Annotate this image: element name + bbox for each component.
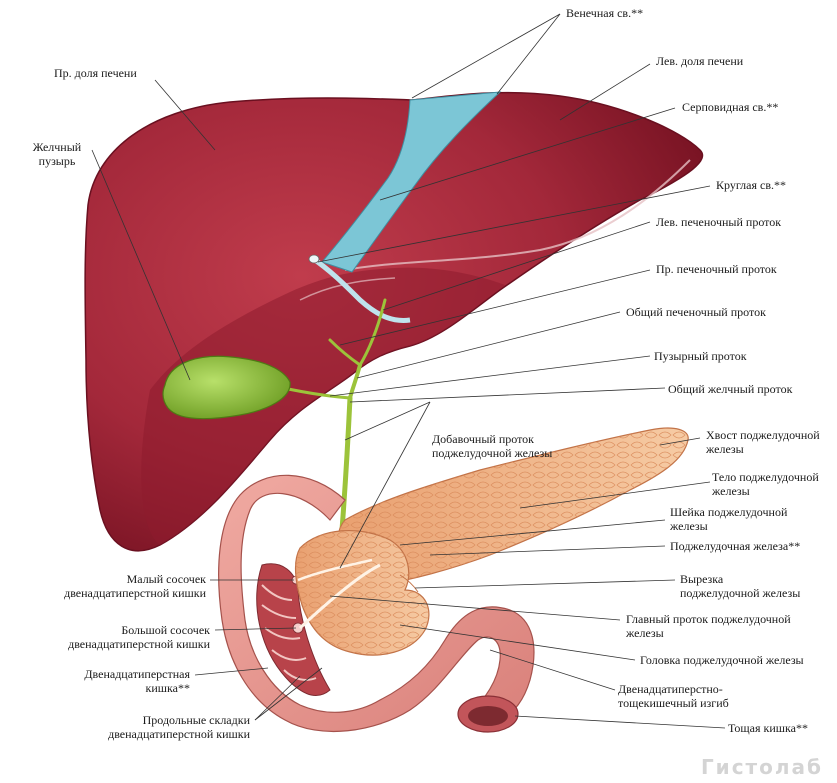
- label-right-lobe: Пр. доля печени: [54, 66, 137, 80]
- leader-neck: [399, 519, 666, 546]
- label-left-lobe: Лев. доля печени: [656, 54, 744, 68]
- label-common-hepatic-duct: Общий печеночный проток: [626, 305, 766, 319]
- label-gallbladder: Желчный пузырь: [32, 140, 82, 168]
- leader-notch: [414, 579, 676, 589]
- label-duodenojejunal-flexure: Двенадцатиперстно- тощекишечный изгиб: [618, 682, 729, 710]
- leader-head: [399, 624, 636, 661]
- ligaments: [308, 91, 502, 323]
- leader-folds-a: [254, 675, 301, 721]
- label-pancreas-tail: Хвост поджелудочной железы: [706, 428, 820, 456]
- leader-folds-b: [254, 667, 323, 721]
- main-pancreatic-duct: [298, 563, 381, 630]
- leader-jejunum: [514, 715, 726, 729]
- leader-pancreas: [429, 545, 666, 556]
- label-falciform-ligament: Серповидная св.**: [682, 100, 779, 114]
- accessory-pancreatic-duct: [297, 558, 373, 582]
- round-ligament-end: [308, 254, 320, 264]
- label-cystic-duct: Пузырный проток: [654, 349, 747, 363]
- label-pancreas-neck: Шейка поджелудочной железы: [670, 505, 788, 533]
- label-pancreas-head: Головка поджелудочной железы: [640, 653, 804, 667]
- leader-common-hepatic: [356, 311, 621, 379]
- leader-accessory-b: [344, 401, 431, 441]
- duodenum: [218, 474, 535, 733]
- pancreatic-notch: [399, 574, 419, 593]
- label-pancreas-body: Тело поджелудочной железы: [712, 470, 819, 498]
- label-minor-papilla: Малый сосочек двенадцатиперстной кишки: [64, 572, 206, 600]
- leader-left-hepatic: [382, 221, 651, 311]
- label-pancreatic-notch: Вырезка поджелудочной железы: [680, 572, 801, 600]
- right-hepatic-duct: [328, 338, 362, 367]
- label-accessory-pancreatic-duct: Добавочный проток поджелудочной железы: [432, 432, 553, 460]
- label-common-bile-duct: Общий желчный проток: [668, 382, 793, 396]
- leader-body: [519, 481, 711, 509]
- watermark-logo: Гистолаб: [700, 755, 823, 779]
- leader-left-lobe: [559, 63, 651, 121]
- left-hepatic-duct: [358, 298, 387, 367]
- label-left-hepatic-duct: Лев. печеночный проток: [656, 215, 782, 229]
- leader-common-bile: [349, 387, 666, 403]
- leader-round: [317, 185, 711, 263]
- label-major-papilla: Большой сосочек двенадцатиперстной кишки: [68, 623, 210, 651]
- label-duodenum: Двенадцатиперстная кишка**: [84, 667, 190, 695]
- liver-edge-highlight: [344, 159, 691, 271]
- leader-major-papilla: [214, 627, 297, 631]
- jejunum-lumen-inner: [468, 706, 508, 726]
- gallbladder-shape: [162, 355, 291, 420]
- label-longitudinal-folds: Продольные складки двенадцатиперстной ки…: [108, 713, 250, 741]
- leader-coronary-2: [496, 13, 561, 95]
- label-coronary-ligament: Венечная св.**: [566, 6, 644, 20]
- pancreas-head-texture: [295, 530, 429, 656]
- leader-tail: [659, 437, 701, 446]
- leader-lines: [91, 13, 726, 729]
- leader-flexure: [489, 649, 616, 691]
- leader-accessory-a: [339, 401, 431, 569]
- label-jejunum: Тощая кишка**: [728, 721, 808, 735]
- round-ligament: [310, 255, 411, 323]
- leader-right-lobe: [154, 79, 216, 151]
- label-pancreas: Поджелудочная железа**: [670, 539, 801, 553]
- leader-gallbladder: [91, 149, 191, 381]
- pancreas: [294, 427, 689, 656]
- label-round-ligament: Круглая св.**: [716, 178, 786, 192]
- leader-falciform: [379, 107, 676, 201]
- leader-duodenum: [194, 667, 269, 676]
- leader-right-hepatic: [339, 269, 651, 346]
- label-right-hepatic-duct: Пр. печеночный проток: [656, 262, 777, 276]
- leader-main-duct: [329, 595, 621, 621]
- liver-inferior-surface: [141, 267, 506, 545]
- pancreas-body-texture: [337, 428, 689, 586]
- longitudinal-folds: [261, 584, 317, 681]
- leader-coronary-1: [411, 13, 561, 99]
- label-main-pancreatic-duct: Главный проток поджелудочной железы: [626, 612, 791, 640]
- leader-cystic: [329, 355, 651, 397]
- falciform-ligament: [321, 91, 502, 273]
